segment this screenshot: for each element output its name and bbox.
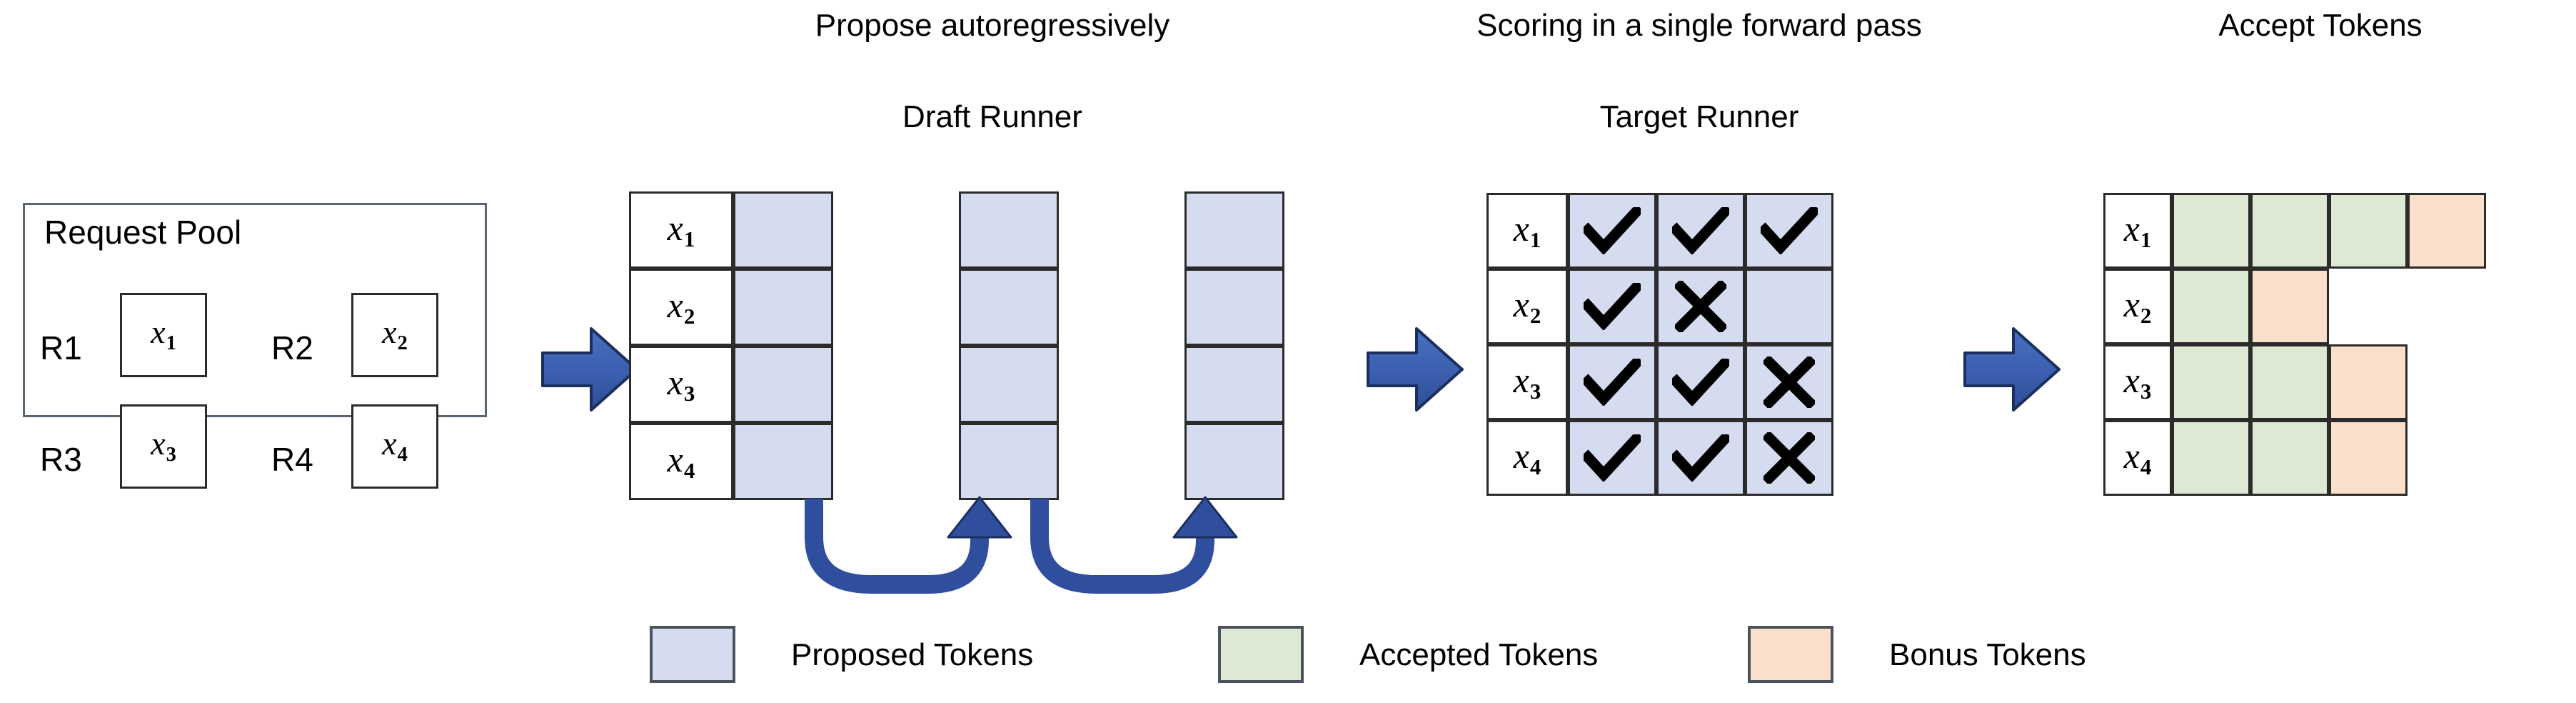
- token-x2: x2: [2123, 284, 2152, 329]
- runner-title-draft: Draft Runner: [902, 99, 1082, 134]
- target-row-label-4: x4: [1486, 420, 1568, 496]
- draft-cell-s2-r3: [959, 346, 1059, 423]
- flow-arrow-3: [1962, 323, 2062, 416]
- target-cell-r4-c3: [1745, 420, 1833, 496]
- autoregressive-loop-arrow-2: [1018, 496, 1247, 610]
- accept-cell-r1-c4: [2408, 193, 2486, 269]
- legend-label-bonus: Bonus Tokens: [1889, 637, 2086, 672]
- accept-cell-r3-c1: [2172, 344, 2250, 420]
- accept-row-label-3: x3: [2103, 344, 2172, 420]
- target-cell-r1-c3: [1745, 193, 1833, 269]
- draft-row-label-1: x1: [629, 191, 733, 269]
- request-label-r3: R3: [40, 441, 82, 478]
- token-x4: x4: [2123, 435, 2152, 480]
- draft-cell-s1-r3: [733, 346, 833, 423]
- token-x3: x3: [667, 362, 695, 407]
- accept-cell-r1-c2: [2250, 193, 2329, 269]
- target-cell-r3-c3: [1745, 344, 1833, 420]
- accept-cell-r3-c2: [2250, 344, 2329, 420]
- stage-title-propose: Propose autoregressively: [815, 8, 1170, 43]
- draft-row-label-4: x4: [629, 423, 733, 500]
- draft-cell-s2-r4: [959, 423, 1059, 500]
- draft-cell-s2-r2: [959, 269, 1059, 346]
- runner-title-target: Target Runner: [1599, 99, 1799, 134]
- accept-cell-r4-c1: [2172, 420, 2250, 496]
- draft-cell-s3-r3: [1184, 346, 1284, 423]
- accept-row-label-2: x2: [2103, 269, 2172, 344]
- request-token-box-r3: x3: [120, 404, 207, 489]
- draft-cell-s3-r2: [1184, 269, 1284, 346]
- stage-title-scoring: Scoring in a single forward pass: [1476, 8, 1922, 43]
- target-cell-r2-c2: [1656, 269, 1745, 344]
- target-cell-r4-c2: [1656, 420, 1745, 496]
- legend-swatch-accepted: [1218, 626, 1304, 683]
- token-x1: x1: [1513, 208, 1541, 253]
- flow-arrow-2: [1365, 323, 1465, 416]
- token-x2: x2: [382, 314, 408, 355]
- request-label-r1: R1: [40, 329, 82, 367]
- draft-row-label-3: x3: [629, 346, 733, 423]
- legend-label-accepted: Accepted Tokens: [1359, 637, 1599, 672]
- autoregressive-loop-arrow-1: [793, 496, 1021, 610]
- token-x1: x1: [2123, 208, 2152, 253]
- target-cell-r4-c1: [1568, 420, 1656, 496]
- legend-swatch-proposed: [650, 626, 735, 683]
- legend-swatch-bonus: [1748, 626, 1833, 683]
- accept-cell-r4-c2: [2250, 420, 2329, 496]
- request-token-box-r4: x4: [351, 404, 438, 489]
- target-cell-r1-c2: [1656, 193, 1745, 269]
- target-row-label-1: x1: [1486, 193, 1568, 269]
- token-x4: x4: [667, 439, 695, 484]
- target-cell-r3-c1: [1568, 344, 1656, 420]
- target-row-label-3: x3: [1486, 344, 1568, 420]
- token-x4: x4: [1513, 435, 1541, 480]
- request-label-r4: R4: [271, 441, 313, 478]
- draft-cell-s1-r1: [733, 191, 833, 269]
- target-cell-r3-c2: [1656, 344, 1745, 420]
- token-x3: x3: [151, 425, 176, 467]
- draft-row-label-2: x2: [629, 269, 733, 346]
- target-row-label-2: x2: [1486, 269, 1568, 344]
- accept-cell-r3-c3: [2329, 344, 2408, 420]
- draft-cell-s1-r4: [733, 423, 833, 500]
- accept-cell-r1-c3: [2329, 193, 2408, 269]
- accept-cell-r2-c1: [2172, 269, 2250, 344]
- draft-cell-s1-r2: [733, 269, 833, 346]
- target-cell-r2-c3: [1745, 269, 1833, 344]
- target-cell-r1-c1: [1568, 193, 1656, 269]
- draft-cell-s3-r1: [1184, 191, 1284, 269]
- request-token-box-r1: x1: [120, 293, 207, 377]
- token-x1: x1: [667, 207, 695, 252]
- token-x2: x2: [667, 284, 695, 329]
- target-cell-r2-c1: [1568, 269, 1656, 344]
- accept-row-label-1: x1: [2103, 193, 2172, 269]
- token-x1: x1: [151, 314, 176, 355]
- stage-title-accept: Accept Tokens: [2218, 8, 2422, 43]
- request-pool-title: Request Pool: [44, 214, 242, 251]
- draft-cell-s2-r1: [959, 191, 1059, 269]
- request-label-r2: R2: [271, 329, 313, 367]
- accept-row-label-4: x4: [2103, 420, 2172, 496]
- legend-label-proposed: Proposed Tokens: [791, 637, 1034, 672]
- flow-arrow-1: [540, 323, 640, 416]
- request-token-box-r2: x2: [351, 293, 438, 377]
- token-x2: x2: [1513, 284, 1541, 329]
- accept-cell-r1-c1: [2172, 193, 2250, 269]
- token-x3: x3: [2123, 359, 2152, 404]
- accept-cell-r2-c2: [2250, 269, 2329, 344]
- draft-cell-s3-r4: [1184, 423, 1284, 500]
- token-x4: x4: [382, 425, 408, 467]
- accept-cell-r4-c3: [2329, 420, 2408, 496]
- token-x3: x3: [1513, 359, 1541, 404]
